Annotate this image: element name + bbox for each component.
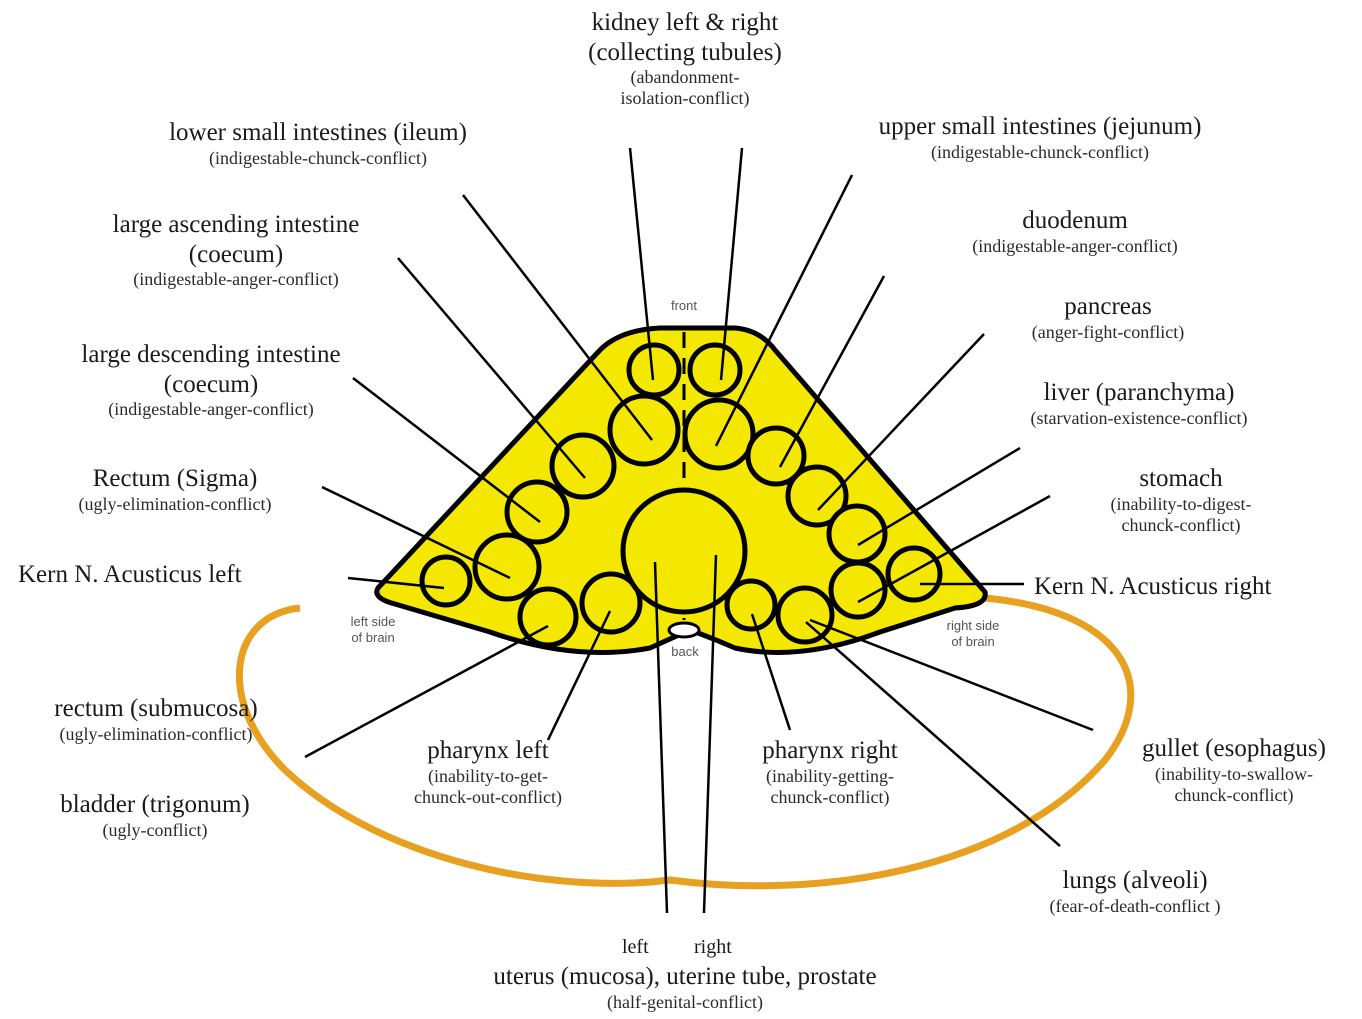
ascending-subtitle: (indigestable-anger-conflict) bbox=[56, 269, 416, 290]
kern-right-label: Kern N. Acusticus right bbox=[1034, 572, 1360, 602]
duodenum-title: duodenum bbox=[910, 206, 1240, 236]
jejunum-title: upper small intestines (jejunum) bbox=[812, 112, 1268, 142]
gullet-nucleus bbox=[778, 588, 832, 642]
kern-left-title: Kern N. Acusticus left bbox=[18, 560, 338, 590]
rectum-submucosa-label: rectum (submucosa) (ugly-elimination-con… bbox=[6, 694, 306, 745]
stomach-label: stomach (inability-to-digest- chunck-con… bbox=[1066, 464, 1296, 536]
pharynx-right-title: pharynx right bbox=[720, 736, 940, 766]
pharynx-right-nucleus bbox=[727, 581, 775, 629]
back-notch bbox=[669, 623, 699, 637]
lungs-subtitle: (fear-of-death-conflict ) bbox=[1000, 896, 1270, 917]
jejunum-label: upper small intestines (jejunum) (indige… bbox=[812, 112, 1268, 163]
ileum-label: lower small intestines (ileum) (indigest… bbox=[100, 118, 536, 169]
lungs-label: lungs (alveoli) (fear-of-death-conflict … bbox=[1000, 866, 1270, 917]
ileum-title: lower small intestines (ileum) bbox=[100, 118, 536, 148]
pharynx-left-label: pharynx left (inability-to-get- chunck-o… bbox=[368, 736, 608, 808]
ascending-leader bbox=[398, 258, 585, 478]
kern-right-nucleus bbox=[888, 548, 940, 600]
kidney-note: (abandonment- isolation-conflict) bbox=[520, 67, 850, 109]
stomach-title: stomach bbox=[1066, 464, 1296, 494]
right-side-label: right side of brain bbox=[924, 618, 1022, 651]
front-label: front bbox=[652, 298, 716, 314]
stomach-subtitle: (inability-to-digest- chunck-conflict) bbox=[1066, 494, 1296, 536]
back-label: back bbox=[655, 644, 715, 660]
pancreas-label: pancreas (anger-fight-conflict) bbox=[980, 292, 1236, 343]
ascending-intestine-nucleus bbox=[552, 435, 614, 497]
pharynx-right-label: pharynx right (inability-getting- chunck… bbox=[720, 736, 940, 808]
kidney-left-nucleus bbox=[629, 345, 679, 395]
ileum-subtitle: (indigestable-chunck-conflict) bbox=[100, 148, 536, 169]
rectum-submucosa-title: rectum (submucosa) bbox=[6, 694, 306, 724]
left-side-label: left side of brain bbox=[326, 614, 420, 647]
liver-label: liver (paranchyma) (starvation-existence… bbox=[964, 378, 1314, 429]
duodenum-subtitle: (indigestable-anger-conflict) bbox=[910, 236, 1240, 257]
bladder-label: bladder (trigonum) (ugly-conflict) bbox=[20, 790, 290, 841]
kidney-subtitle: (collecting tubules) bbox=[520, 38, 850, 68]
rectum-submucosa-subtitle: (ugly-elimination-conflict) bbox=[6, 724, 306, 745]
uterus-nucleus bbox=[623, 490, 745, 612]
liver-title: liver (paranchyma) bbox=[964, 378, 1314, 408]
duodenum-label: duodenum (indigestable-anger-conflict) bbox=[910, 206, 1240, 257]
liver-subtitle: (starvation-existence-conflict) bbox=[964, 408, 1314, 429]
pharynx-left-subtitle: (inability-to-get- chunck-out-conflict) bbox=[368, 766, 608, 808]
kern-right-title: Kern N. Acusticus right bbox=[1034, 572, 1360, 602]
kidney-title: kidney left & right bbox=[520, 8, 850, 38]
uterus-title: uterus (mucosa), uterine tube, prostate bbox=[400, 962, 970, 992]
uterus-label: uterus (mucosa), uterine tube, prostate … bbox=[400, 962, 970, 1013]
uterus-right-label: right bbox=[694, 936, 732, 959]
descending-subtitle: (indigestable-anger-conflict) bbox=[20, 399, 402, 420]
kidney-right-nucleus bbox=[690, 345, 740, 395]
descending-title: large descending intestine (coecum) bbox=[20, 340, 402, 399]
lungs-leader bbox=[806, 622, 1060, 846]
stomach-nucleus bbox=[831, 563, 885, 617]
gullet-subtitle: (inability-to-swallow- chunck-conflict) bbox=[1106, 764, 1362, 806]
descending-intestine-nucleus bbox=[507, 482, 567, 542]
pharynx-right-subtitle: (inability-getting- chunck-conflict) bbox=[720, 766, 940, 808]
rectum-sigma-subtitle: (ugly-elimination-conflict) bbox=[20, 494, 330, 515]
rectum-sigma-title: Rectum (Sigma) bbox=[20, 464, 330, 494]
kern-left-nucleus bbox=[422, 557, 470, 605]
pancreas-title: pancreas bbox=[980, 292, 1236, 322]
uterus-left-label: left bbox=[622, 936, 649, 959]
ascending-title: large ascending intestine (coecum) bbox=[56, 210, 416, 269]
uterus-subtitle: (half-genital-conflict) bbox=[400, 992, 970, 1013]
lungs-title: lungs (alveoli) bbox=[1000, 866, 1270, 896]
rectum-sigma-label: Rectum (Sigma) (ugly-elimination-conflic… bbox=[20, 464, 330, 515]
pancreas-subtitle: (anger-fight-conflict) bbox=[980, 322, 1236, 343]
gullet-title: gullet (esophagus) bbox=[1106, 734, 1362, 764]
kern-left-label: Kern N. Acusticus left bbox=[18, 560, 338, 590]
descending-label: large descending intestine (coecum) (ind… bbox=[20, 340, 402, 420]
jejunum-nucleus bbox=[685, 400, 753, 468]
pharynx-left-title: pharynx left bbox=[368, 736, 608, 766]
ascending-label: large ascending intestine (coecum) (indi… bbox=[56, 210, 416, 290]
bladder-subtitle: (ugly-conflict) bbox=[20, 820, 290, 841]
bladder-title: bladder (trigonum) bbox=[20, 790, 290, 820]
jejunum-subtitle: (indigestable-chunck-conflict) bbox=[812, 142, 1268, 163]
gullet-label: gullet (esophagus) (inability-to-swallow… bbox=[1106, 734, 1362, 806]
kidney-label: kidney left & right (collecting tubules)… bbox=[520, 8, 850, 109]
